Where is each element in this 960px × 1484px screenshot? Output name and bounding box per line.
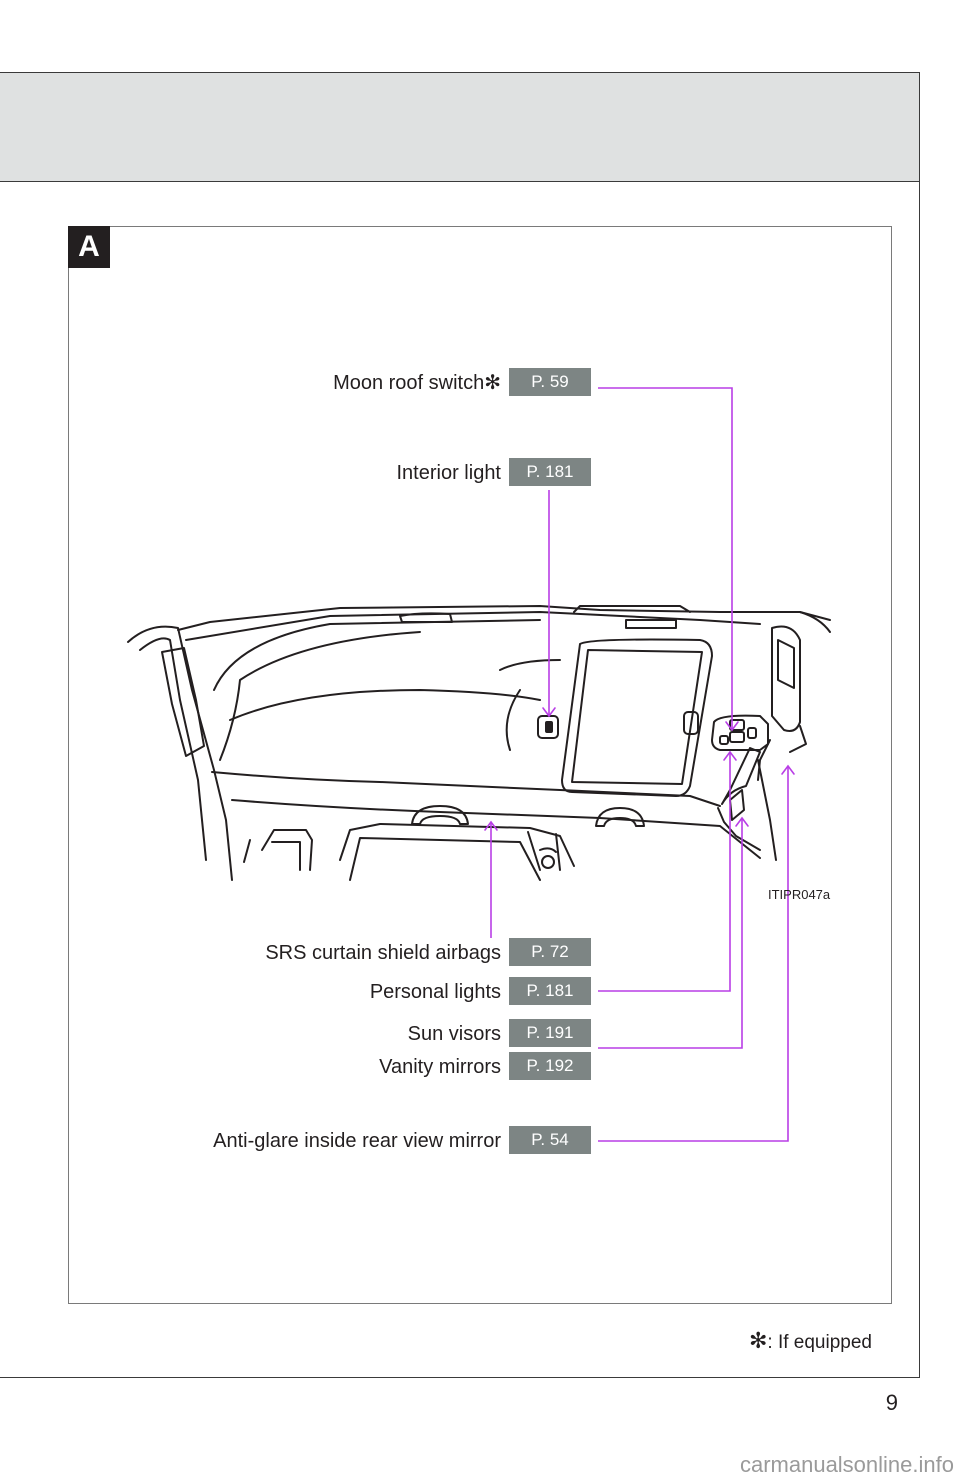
- callout-interior-light: Interior light: [396, 462, 502, 484]
- page-number: 9: [885, 1390, 898, 1415]
- callout-vanity-mirrors: Vanity mirrors: [379, 1056, 501, 1078]
- if-equipped-asterisk-icon: ✻: [484, 372, 501, 394]
- footnote-text: : If equipped: [767, 1332, 872, 1353]
- figure-code: ITIPR047a: [768, 887, 831, 902]
- callout-srs-curtain-airbags: SRS curtain shield airbags: [265, 942, 501, 964]
- footnote: ✻: If equipped: [749, 1328, 872, 1354]
- page-frame-right: [919, 182, 920, 1378]
- page-ref-badge[interactable]: P. 191: [509, 1019, 591, 1047]
- callout-moon-roof-switch: Moon roof switch✻: [333, 371, 501, 395]
- page-ref-badge[interactable]: P. 59: [509, 368, 591, 396]
- page-ref-badge[interactable]: P. 72: [509, 938, 591, 966]
- page-ref-badge[interactable]: P. 54: [509, 1126, 591, 1154]
- watermark: carmanualsonline.info: [739, 1452, 954, 1477]
- page-ref-badge[interactable]: P. 181: [509, 458, 591, 486]
- figure-panel: [68, 226, 892, 1304]
- asterisk-icon: ✻: [748, 1328, 768, 1353]
- section-badge: A: [68, 226, 110, 268]
- callout-sun-visors: Sun visors: [407, 1023, 501, 1045]
- header-band: [0, 72, 920, 182]
- page-ref-badge[interactable]: P. 181: [509, 977, 591, 1005]
- page-ref-badge[interactable]: P. 192: [509, 1052, 591, 1080]
- page-frame-bottom: [0, 1377, 920, 1378]
- callout-personal-lights: Personal lights: [369, 981, 501, 1003]
- callout-anti-glare-mirror: Anti-glare inside rear view mirror: [213, 1130, 501, 1152]
- callout-label-text: Moon roof switch: [333, 372, 485, 394]
